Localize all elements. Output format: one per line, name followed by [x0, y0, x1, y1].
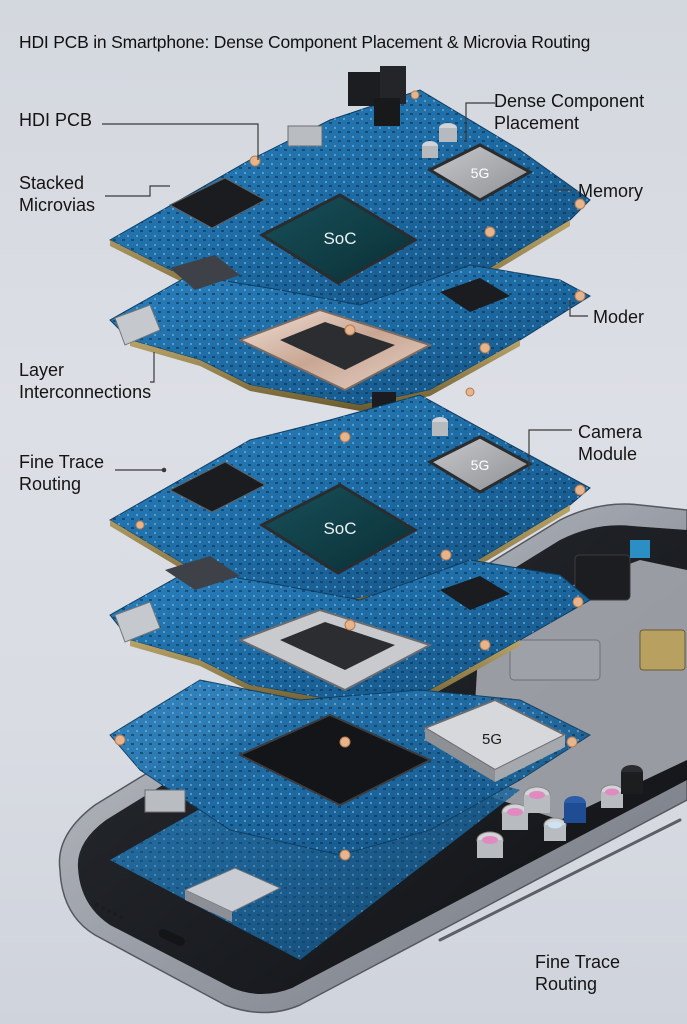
- 5g-chip-top: 5G: [426, 143, 534, 202]
- 5g-label: 5G: [482, 731, 502, 748]
- pcb-layer-2: [109, 255, 591, 416]
- shield-can-middle: [237, 608, 433, 692]
- callout-layer-interconnections: Layer Interconnections: [19, 360, 152, 402]
- memory-chip: [168, 177, 267, 229]
- callout-fine-trace-routing-bottom: Fine Trace Routing: [535, 952, 621, 994]
- 5g-chip-middle: 5G: [426, 435, 534, 494]
- soc-chip-middle: SoC: [258, 483, 418, 575]
- 5g-label: 5G: [471, 165, 490, 181]
- callout-dense-component-placement: Dense Component Placement: [494, 91, 645, 133]
- diagram-title: HDI PCB in Smartphone: Dense Component P…: [19, 32, 591, 52]
- usb-c-port: [158, 928, 185, 946]
- leader-lines: [102, 102, 588, 471]
- callout-memory: Memory: [578, 181, 644, 201]
- 5g-label: 5G: [471, 457, 490, 473]
- side-button: [438, 818, 682, 942]
- shield-can-top: [237, 308, 433, 392]
- callout-camera-module: Camera Module: [578, 422, 643, 464]
- soc-label: SoC: [323, 519, 356, 538]
- soc-label: SoC: [323, 229, 356, 248]
- pcb-layer-5: 5G: [109, 679, 592, 861]
- 5g-module-bottom: 5G: [422, 698, 568, 782]
- soc-chip-top: SoC: [258, 193, 418, 285]
- callout-stacked-microvias: Stacked Microvias: [19, 173, 96, 215]
- callout-fine-trace-routing-left: Fine Trace Routing: [19, 452, 105, 494]
- callout-hdi-pcb: HDI PCB: [19, 110, 93, 130]
- callout-moder: Moder: [593, 307, 645, 327]
- capacitor-array: [476, 765, 643, 858]
